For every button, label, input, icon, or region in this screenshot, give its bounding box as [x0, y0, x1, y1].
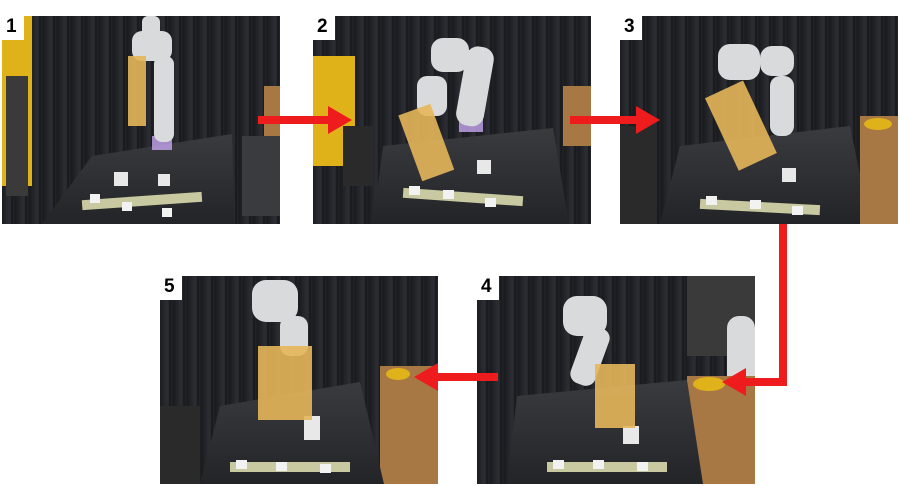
panel-number: 4: [477, 276, 499, 300]
photo-panel-4: 4: [477, 276, 755, 484]
photo-panel-2: 2: [313, 16, 591, 224]
panel-number: 3: [620, 16, 642, 40]
robot-scene-photo: [2, 16, 280, 224]
robot-scene-photo: [620, 16, 898, 224]
panel-number: 5: [160, 276, 182, 300]
panel-number: 1: [2, 16, 24, 40]
robot-scene-photo: [160, 276, 438, 484]
robot-scene-photo: [477, 276, 755, 484]
panel-number: 2: [313, 16, 335, 40]
photo-panel-3: 3: [620, 16, 898, 224]
photo-panel-1: 1: [2, 16, 280, 224]
robot-scene-photo: [313, 16, 591, 224]
photo-panel-5: 5: [160, 276, 438, 484]
arrow-3-to-4: [779, 224, 787, 386]
